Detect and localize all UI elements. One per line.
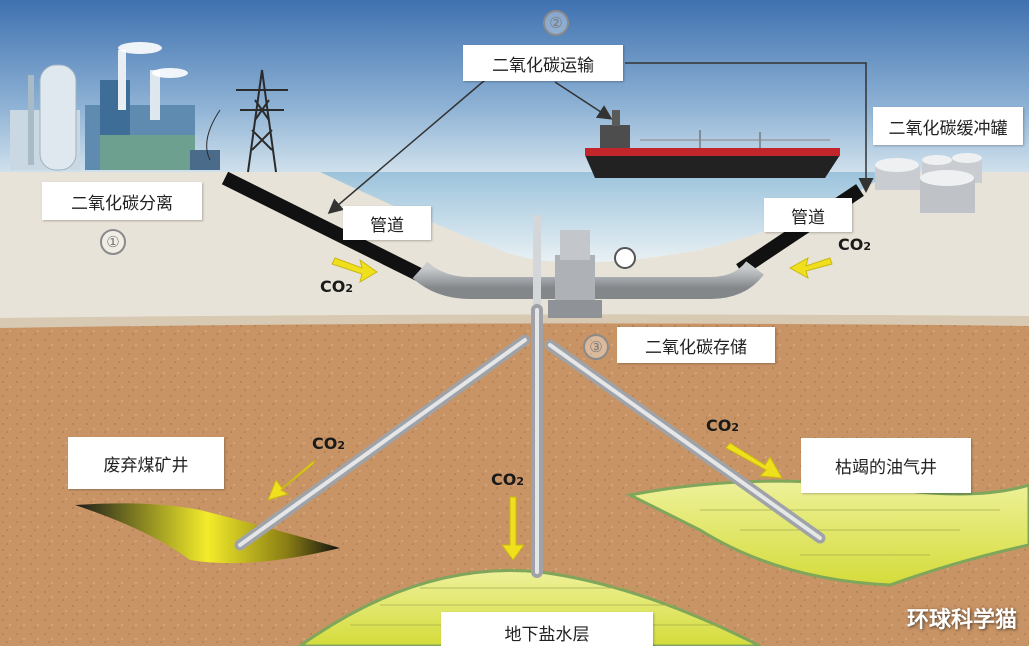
label-buffer-tank: 二氧化碳缓冲罐	[873, 107, 1023, 145]
power-tower-icon	[206, 69, 288, 173]
sea	[320, 172, 890, 263]
label-storage: 二氧化碳存储	[617, 327, 775, 363]
label-pipeline-left: 管道	[343, 206, 431, 240]
co2-label: CO2	[838, 235, 871, 254]
co2-flow-arrows	[267, 257, 833, 561]
step-2-marker: ②	[543, 10, 569, 36]
co2-label: CO2	[312, 434, 345, 453]
label-pipeline-right: 管道	[764, 198, 852, 232]
label-depleted-well: 枯竭的油气井	[801, 438, 971, 493]
step-1-marker: ①	[100, 229, 126, 255]
label-saline-aquifer: 地下盐水层	[441, 612, 653, 646]
wellhead-icon	[533, 215, 636, 318]
storage-tanks-icon	[875, 153, 982, 213]
step-3-marker: ③	[583, 334, 609, 360]
co2-label: CO2	[706, 416, 739, 435]
co2-label: CO2	[491, 470, 524, 489]
ship-icon	[585, 110, 840, 178]
factory-icon	[10, 42, 220, 171]
label-abandoned-mine: 废弃煤矿井	[68, 437, 224, 489]
coal-seam	[75, 503, 340, 564]
watermark: 环球科学猫	[906, 608, 1017, 633]
co2-label: CO2	[320, 277, 353, 296]
label-transport: 二氧化碳运输	[463, 45, 623, 81]
connector-lines	[327, 62, 874, 214]
label-separation: 二氧化碳分离	[42, 182, 202, 220]
injection-pipes	[234, 304, 826, 578]
